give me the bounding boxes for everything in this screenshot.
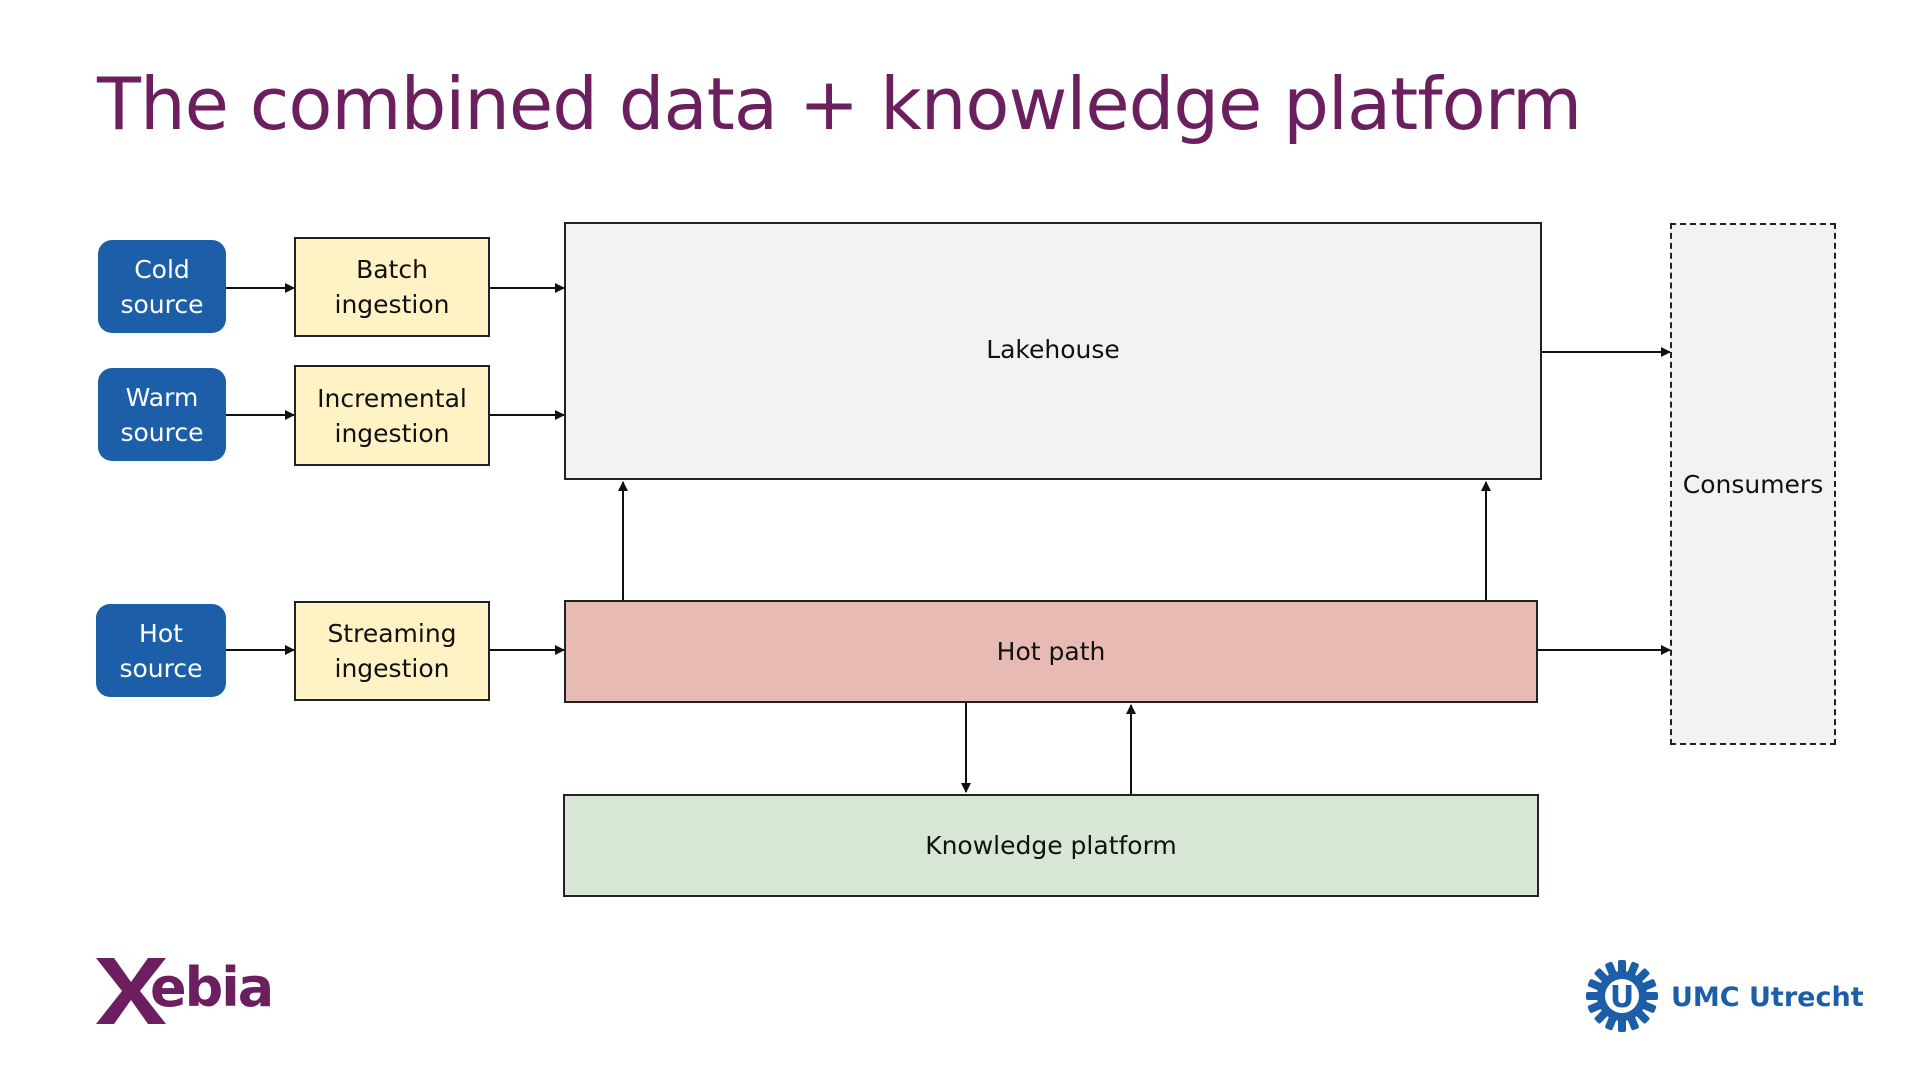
cold-source-node: Cold source [98, 240, 226, 333]
batch-ingestion-node: Batch ingestion [294, 237, 490, 337]
warm-source-node: Warm source [98, 368, 226, 461]
hot-source-node: Hot source [96, 604, 226, 697]
xebia-logo-mark [96, 958, 166, 1024]
umc-logo-text: UMC Utrecht [1671, 982, 1864, 1013]
knowledge-platform-node: Knowledge platform [563, 794, 1539, 897]
hot-path-node: Hot path [564, 600, 1538, 703]
svg-text:U: U [1610, 980, 1634, 1015]
page-title: The combined data + knowledge platform [97, 62, 1582, 146]
consumers-node: Consumers [1670, 223, 1836, 745]
lakehouse-label: Lakehouse [986, 335, 1120, 364]
umc-seal-icon: U [1586, 960, 1658, 1032]
xebia-logo-text: ebia [150, 956, 274, 1019]
xebia-wordmark-tail: ebia [150, 956, 274, 1019]
incremental-ingestion-node: Incremental ingestion [294, 365, 490, 466]
streaming-ingestion-node: Streaming ingestion [294, 601, 490, 701]
lakehouse-node: Lakehouse [564, 222, 1542, 480]
